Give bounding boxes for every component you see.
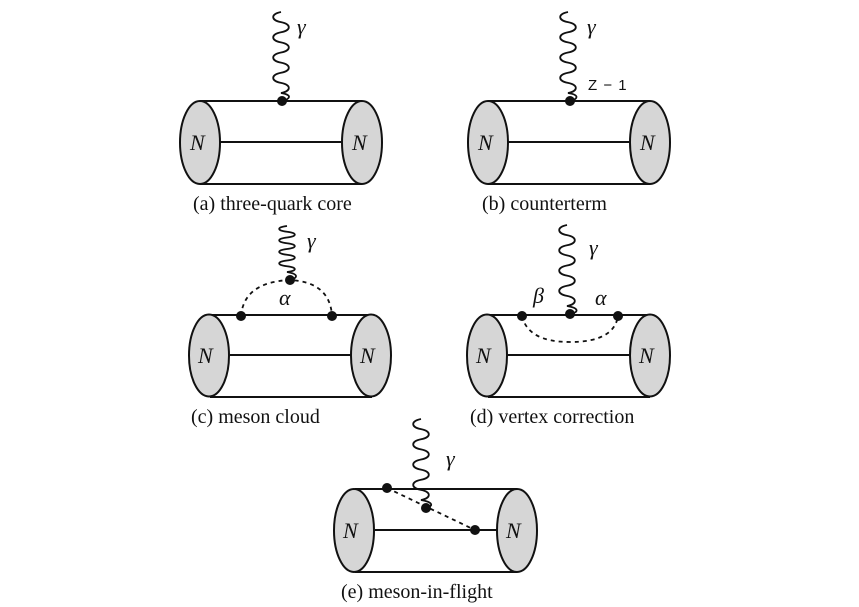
nucleon-label-right: N xyxy=(639,130,656,155)
panel-caption: (b) counterterm xyxy=(482,193,607,215)
nucleon-label-left: N xyxy=(342,518,359,543)
panel-b: N N γ Z − 1 (b) counterterm xyxy=(467,11,671,215)
vertex-dot xyxy=(382,483,392,493)
nucleon-cylinder: N N xyxy=(333,488,538,573)
nucleon-right-cap xyxy=(341,100,383,185)
panel-caption: (c) meson cloud xyxy=(191,406,320,428)
panel-c: N N γ α (c) meson cloud xyxy=(188,225,392,428)
nucleon-left-cap xyxy=(179,100,221,185)
vertex-dot xyxy=(421,503,431,513)
nucleon-label-left: N xyxy=(475,343,492,368)
panel-e: N N γ (e) meson-in-flight xyxy=(333,418,538,603)
vertex-dot xyxy=(517,311,527,321)
panel-caption: (a) three-quark core xyxy=(193,193,352,215)
nucleon-right-cap xyxy=(629,100,671,185)
photon-line xyxy=(412,418,432,509)
panel-d: N N γ β α (d) vertex correction xyxy=(466,224,671,428)
nucleon-cylinder: N N xyxy=(467,100,671,185)
nucleon-cylinder: N N xyxy=(179,100,383,185)
meson-line xyxy=(386,487,476,531)
panel-a: N N γ (a) three-quark core xyxy=(179,11,383,215)
beta-label: β xyxy=(532,283,544,308)
alpha-label: α xyxy=(595,285,607,310)
panel-caption: (e) meson-in-flight xyxy=(341,581,493,603)
photon-line xyxy=(272,11,290,102)
photon-label: γ xyxy=(297,14,307,39)
vertex-dot xyxy=(565,96,575,106)
nucleon-right-cap xyxy=(496,488,538,573)
nucleon-left-cap xyxy=(466,313,508,398)
nucleon-label-right: N xyxy=(505,518,522,543)
panel-caption: (d) vertex correction xyxy=(470,406,634,428)
nucleon-left-cap xyxy=(333,488,375,573)
vertex-dot xyxy=(327,311,337,321)
nucleon-left-cap xyxy=(188,313,230,398)
vertex-dot xyxy=(565,309,575,319)
vertex-dot xyxy=(470,525,480,535)
nucleon-right-cap xyxy=(629,313,671,398)
photon-label: γ xyxy=(307,228,317,253)
vertex-dot xyxy=(277,96,287,106)
nucleon-cylinder: N N xyxy=(188,313,392,398)
nucleon-left-cap xyxy=(467,100,509,185)
vertex-dot xyxy=(285,275,295,285)
nucleon-label-right: N xyxy=(359,343,376,368)
nucleon-label-right: N xyxy=(638,343,655,368)
nucleon-label-left: N xyxy=(189,130,206,155)
nucleon-label-left: N xyxy=(477,130,494,155)
photon-line xyxy=(558,224,578,315)
photon-line xyxy=(278,225,297,281)
nucleon-label-left: N xyxy=(197,343,214,368)
nucleon-right-cap xyxy=(350,313,392,398)
meson-loop xyxy=(521,315,619,343)
vertex-dot xyxy=(236,311,246,321)
vertex-dot xyxy=(613,311,623,321)
counterterm-label: Z − 1 xyxy=(588,77,628,94)
photon-line xyxy=(559,11,578,102)
photon-label: γ xyxy=(589,235,599,260)
photon-label: γ xyxy=(587,14,597,39)
nucleon-cylinder: N N xyxy=(466,313,671,398)
alpha-label: α xyxy=(279,285,291,310)
photon-label: γ xyxy=(446,446,456,471)
nucleon-label-right: N xyxy=(351,130,368,155)
